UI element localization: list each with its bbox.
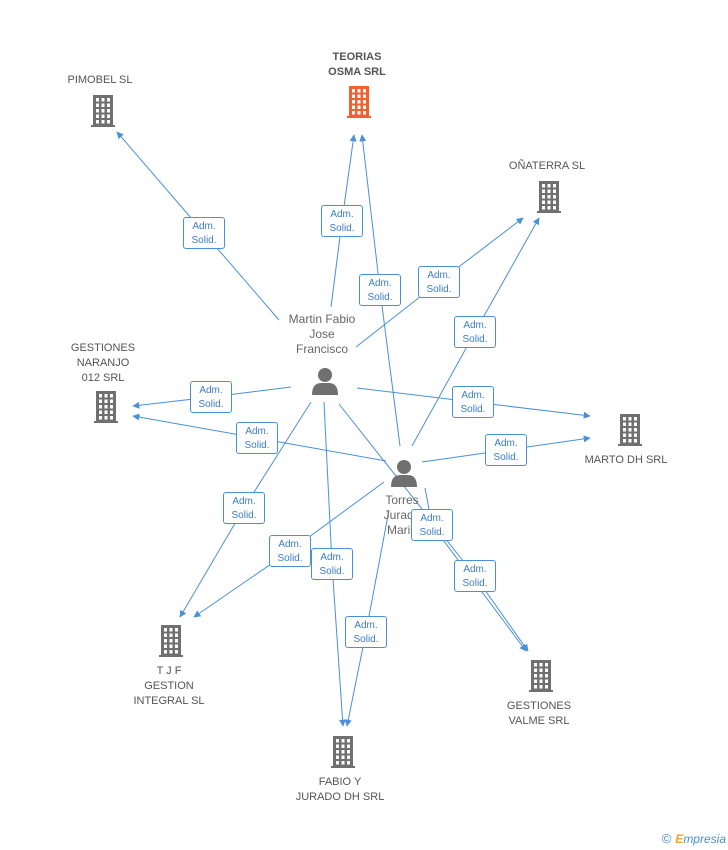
building-icon-gestiones_naranjo[interactable] [94, 391, 118, 423]
person-icon-martin[interactable] [312, 368, 338, 395]
edge-label-torres-to-fabio_jurado[interactable]: Adm. Solid. [345, 616, 387, 648]
edge-label-martin-to-fabio_jurado[interactable]: Adm. Solid. [311, 548, 353, 580]
edge-label-martin-to-onaterra[interactable]: Adm. Solid. [418, 266, 460, 298]
edge-label-torres-to-gestiones_valme[interactable]: Adm. Solid. [411, 509, 453, 541]
building-icon-onaterra[interactable] [537, 181, 561, 213]
building-icon-tjf[interactable] [159, 625, 183, 657]
building-icon-pimobel[interactable] [91, 95, 115, 127]
edge-label-martin-to-tjf[interactable]: Adm. Solid. [223, 492, 265, 524]
edge-label-martin-to-marto[interactable]: Adm. Solid. [452, 386, 494, 418]
person-icon-torres[interactable] [391, 460, 417, 487]
edge-label-torres-to-marto[interactable]: Adm. Solid. [485, 434, 527, 466]
edge-label-torres-to-gestiones_naranjo[interactable]: Adm. Solid. [236, 422, 278, 454]
building-icon-marto[interactable] [618, 414, 642, 446]
company-label-gestiones_valme[interactable]: GESTIONES VALME SRL [506, 700, 572, 727]
footer-brand[interactable]: ©Empresia [662, 831, 726, 846]
edge-label-torres-to-teorias[interactable]: Adm. Solid. [359, 274, 401, 306]
edge-label-martin-to-teorias[interactable]: Adm. Solid. [321, 205, 363, 237]
nodes-layer [91, 86, 642, 768]
copyright-icon: © [661, 831, 672, 846]
company-label-teorias[interactable]: TEORIAS OSMA SRL [328, 51, 386, 78]
company-label-marto[interactable]: MARTO DH SRL [584, 454, 668, 466]
brand-initial: E [675, 832, 684, 846]
building-icon-teorias[interactable] [347, 86, 371, 118]
edge-label-torres-to-onaterra[interactable]: Adm. Solid. [454, 316, 496, 348]
company-label-onaterra[interactable]: OÑATERRA SL [508, 160, 586, 172]
edge-label-torres-to-tjf[interactable]: Adm. Solid. [269, 535, 311, 567]
edge-label-martin-to-pimobel[interactable]: Adm. Solid. [183, 217, 225, 249]
company-label-gestiones_naranjo[interactable]: GESTIONES NARANJO 012 SRL [70, 342, 136, 384]
edge-label-martin-to-gestiones_naranjo[interactable]: Adm. Solid. [190, 381, 232, 413]
brand-name: mpresia [683, 832, 726, 846]
company-label-fabio_jurado[interactable]: FABIO Y JURADO DH SRL [295, 776, 385, 803]
company-label-pimobel[interactable]: PIMOBEL SL [67, 74, 133, 86]
person-label-martin[interactable]: Martin Fabio Jose Francisco [288, 312, 356, 356]
edge-label-martin-to-gestiones_valme[interactable]: Adm. Solid. [454, 560, 496, 592]
building-icon-fabio_jurado[interactable] [331, 736, 355, 768]
company-label-tjf[interactable]: T J F GESTION INTEGRAL SL [133, 665, 205, 707]
building-icon-gestiones_valme[interactable] [529, 660, 553, 692]
